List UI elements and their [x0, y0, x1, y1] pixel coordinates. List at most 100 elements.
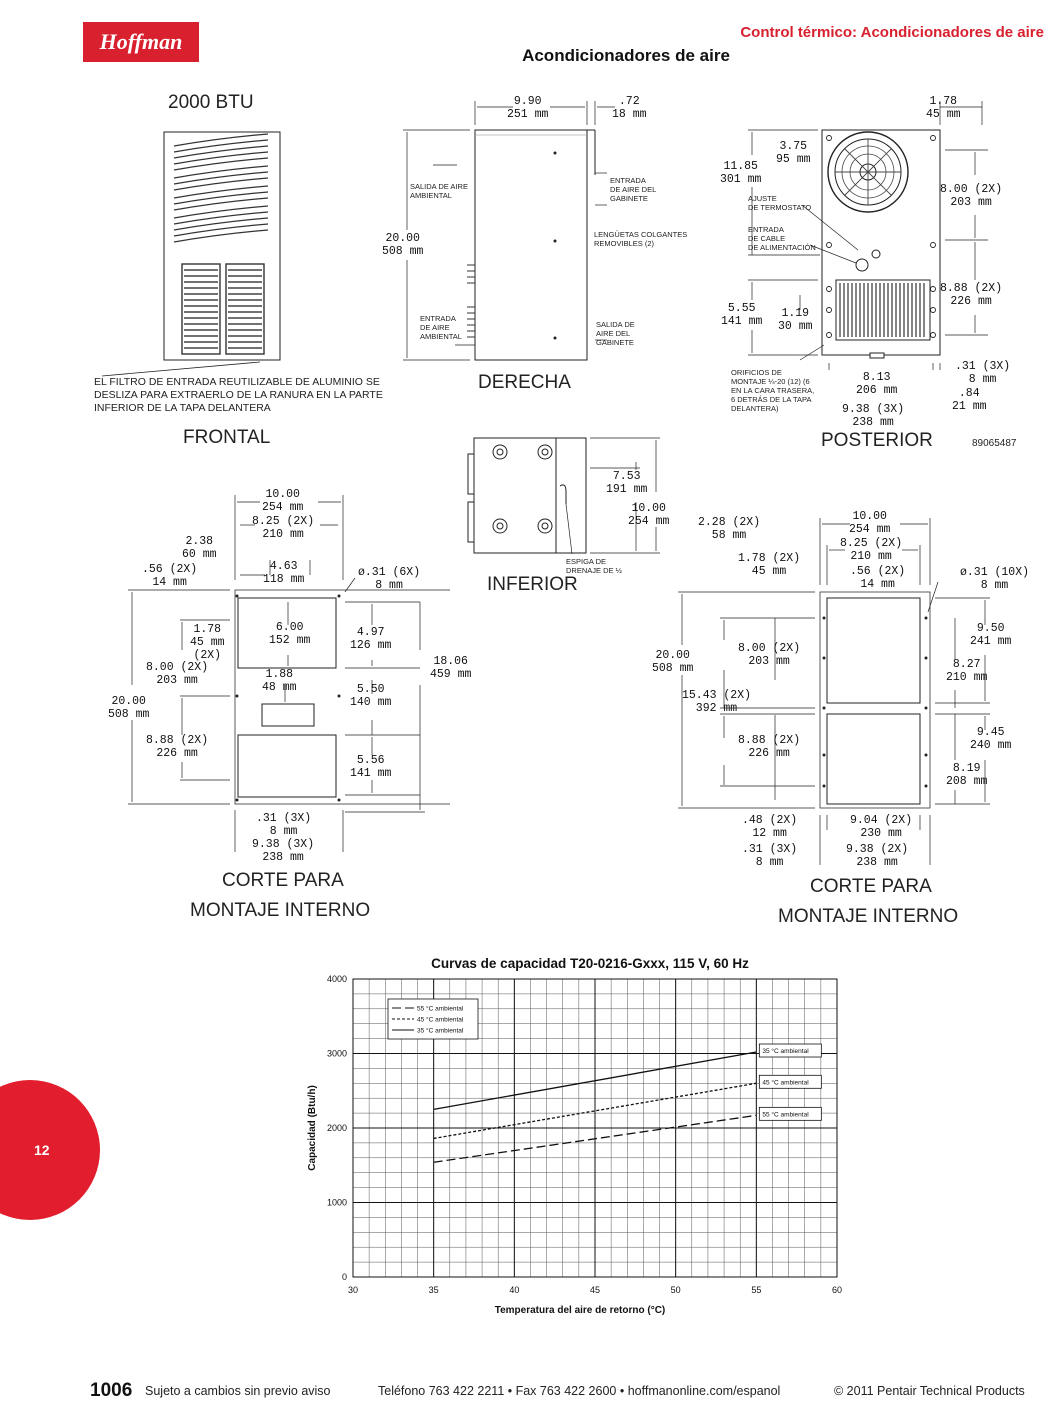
note-espiga: ESPIGA DE DRENAJE DE ½ — [566, 557, 622, 575]
corte-right-label-1: CORTE PARA — [810, 876, 932, 897]
page-number: 1006 — [90, 1380, 133, 1401]
series-label: 35 °C ambiental — [762, 1047, 809, 1055]
dim-post-800: 8.00 (2X) 203 mm — [940, 183, 1003, 209]
dim-cr-888: 8.88 (2X) 226 mm — [738, 734, 801, 760]
frontal-label: FRONTAL — [183, 427, 271, 448]
filter-leader — [101, 361, 261, 377]
dim-cr-950: 9.50 241 mm — [970, 622, 1012, 648]
footer-contact: Teléfono 763 422 2211 • Fax 763 422 2600… — [378, 1384, 781, 1398]
note-lenguetas: LENGÜETAS COLGANTES REMOVIBLES (2) — [594, 230, 688, 248]
dim-post-555: 5.55 141 mm — [721, 302, 763, 328]
x-tick-label: 35 — [429, 1285, 439, 1295]
dim-cl-600: 6.00 152 mm — [269, 621, 311, 647]
dim-cl-463: 4.63 118 mm — [263, 560, 305, 586]
legend-entry: 55 °C ambiental — [417, 1005, 464, 1013]
chapter-tab-number: 12 — [34, 1142, 50, 1158]
dim-cl-556: 5.56 141 mm — [350, 754, 392, 780]
dim-cl-938: 9.38 (3X) 238 mm — [252, 838, 315, 864]
legend-entry: 35 °C ambiental — [417, 1027, 464, 1035]
note-ajuste-termostato: AJUSTE DE TERMOSTATO — [748, 194, 812, 212]
dim-cl-238: 2.38 60 mm — [182, 535, 217, 561]
note-salida-aire-ambiental: SALIDA DE AIRE AMBIENTAL — [410, 182, 468, 200]
x-tick-label: 45 — [590, 1285, 600, 1295]
y-tick-label: 2000 — [327, 1123, 347, 1133]
dim-cl-2000: 20.00 508 mm — [108, 695, 150, 721]
x-tick-label: 50 — [671, 1285, 681, 1295]
dim-cl-550: 5.50 140 mm — [350, 683, 392, 709]
dim-cl-31-3x: .31 (3X) 8 mm — [256, 812, 312, 838]
derecha-drawing — [403, 101, 615, 361]
page-title: Acondicionadores de aire — [522, 46, 730, 65]
corte-left-drawing — [128, 495, 450, 852]
dim-post-888: 8.88 (2X) 226 mm — [940, 282, 1003, 308]
footer-disclaimer: Sujeto a cambios sin previo aviso — [145, 1384, 331, 1398]
x-axis-label: Temperatura del aire de retorno (°C) — [495, 1305, 666, 1316]
x-tick-label: 30 — [348, 1285, 358, 1295]
frontal-drawing — [163, 131, 281, 361]
filter-note-line: DESLIZA PARA EXTRAERLO DE LA RANURA EN L… — [94, 389, 383, 401]
series-label: 55 °C ambiental — [762, 1110, 809, 1118]
note-orificios: ORIFICIOS DE MONTAJE ¼-20 (12) (6 EN LA … — [731, 368, 815, 413]
dim-cr-178: 1.78 (2X) 45 mm — [738, 552, 801, 578]
chart-title: Curvas de capacidad T20-0216-Gxxx, 115 V… — [431, 956, 749, 971]
series-line — [433, 1082, 757, 1140]
series-line — [433, 1051, 757, 1111]
dim-cr-800: 8.00 (2X) 203 mm — [738, 642, 801, 668]
dim-cr-827: 8.27 210 mm — [946, 658, 988, 684]
y-tick-label: 4000 — [327, 974, 347, 984]
dim-cr-945: 9.45 240 mm — [970, 726, 1012, 752]
dim-cr-1000: 10.00 254 mm — [849, 510, 891, 536]
dim-post-178: 1.78 45 mm — [926, 95, 961, 121]
dim-cl-31-6x: ø.31 (6X) 8 mm — [358, 566, 421, 592]
dim-cr-904: 9.04 (2X) 230 mm — [850, 814, 913, 840]
inferior-drawing — [467, 437, 660, 555]
y-tick-label: 1000 — [327, 1198, 347, 1208]
plot-frame — [352, 978, 838, 1278]
dim-cr-56: .56 (2X) 14 mm — [850, 565, 906, 591]
section-title: Control térmico: Acondicionadores de air… — [740, 24, 1044, 41]
dim-cl-800: 8.00 (2X) 203 mm — [146, 661, 209, 687]
dim-cl-888: 8.88 (2X) 226 mm — [146, 734, 209, 760]
corte-right-drawing — [678, 518, 990, 865]
dim-post-813: 8.13 206 mm — [856, 371, 898, 397]
dim-cl-178: 1.78 45 mm (2X) — [190, 623, 225, 662]
dim-cr-31-10x: ø.31 (10X) 8 mm — [960, 566, 1030, 592]
dim-cr-228: 2.28 (2X) 58 mm — [698, 516, 761, 542]
y-tick-label: 3000 — [327, 1049, 347, 1059]
dim-cr-1543: 15.43 (2X) 392 mm — [682, 689, 752, 715]
dim-cl-497: 4.97 126 mm — [350, 626, 392, 652]
dim-cr-825: 8.25 (2X) 210 mm — [840, 537, 903, 563]
series-label-box — [758, 1074, 822, 1089]
drawing-number: 89065487 — [972, 438, 1017, 449]
corte-right-label-2: MONTAJE INTERNO — [778, 906, 959, 927]
series-label-box — [758, 1106, 822, 1121]
dim-cl-56: .56 (2X) 14 mm — [142, 563, 198, 589]
dim-cl-188: 1.88 48 mm — [262, 668, 297, 694]
dim-derecha-72: .72 18 mm — [612, 95, 647, 121]
dim-post-1185: 11.85 301 mm — [720, 160, 762, 186]
dim-post-31: .31 (3X) 8 mm — [955, 360, 1011, 386]
note-entrada-aire-gabinete: ENTRADA DE AIRE DEL GABINETE — [610, 176, 657, 203]
posterior-label: POSTERIOR — [821, 430, 933, 451]
dim-post-938: 9.38 (3X) 238 mm — [842, 403, 905, 429]
hoffman-logo: Hoffman — [83, 22, 199, 62]
x-tick-label: 40 — [509, 1285, 519, 1295]
filter-note-line: EL FILTRO DE ENTRADA REUTILIZABLE DE ALU… — [94, 376, 380, 388]
corte-left-label-1: CORTE PARA — [222, 870, 344, 891]
dim-cl-1000: 10.00 254 mm — [262, 488, 304, 514]
corte-left-label-2: MONTAJE INTERNO — [190, 900, 371, 921]
posterior-drawing — [748, 101, 988, 370]
dim-cr-2000: 20.00 508 mm — [652, 649, 694, 675]
x-tick-label: 55 — [751, 1285, 761, 1295]
dim-post-119: 1.19 30 mm — [778, 307, 813, 333]
note-salida-aire-gabinete: SALIDA DE AIRE DEL GABINETE — [596, 320, 635, 347]
filter-note-line: INFERIOR DE LA TAPA DELANTERA — [94, 402, 271, 414]
x-tick-label: 60 — [832, 1285, 842, 1295]
dim-derecha-height: 20.00 508 mm — [382, 232, 424, 258]
series-label: 45 °C ambiental — [762, 1078, 809, 1086]
inferior-label: INFERIOR — [487, 574, 578, 595]
footer-copyright: © 2011 Pentair Technical Products — [834, 1384, 1025, 1398]
series-label-box — [758, 1043, 822, 1058]
dim-cl-825: 8.25 (2X) 210 mm — [252, 515, 315, 541]
dim-inf-1000: 10.00 254 mm — [628, 502, 670, 528]
